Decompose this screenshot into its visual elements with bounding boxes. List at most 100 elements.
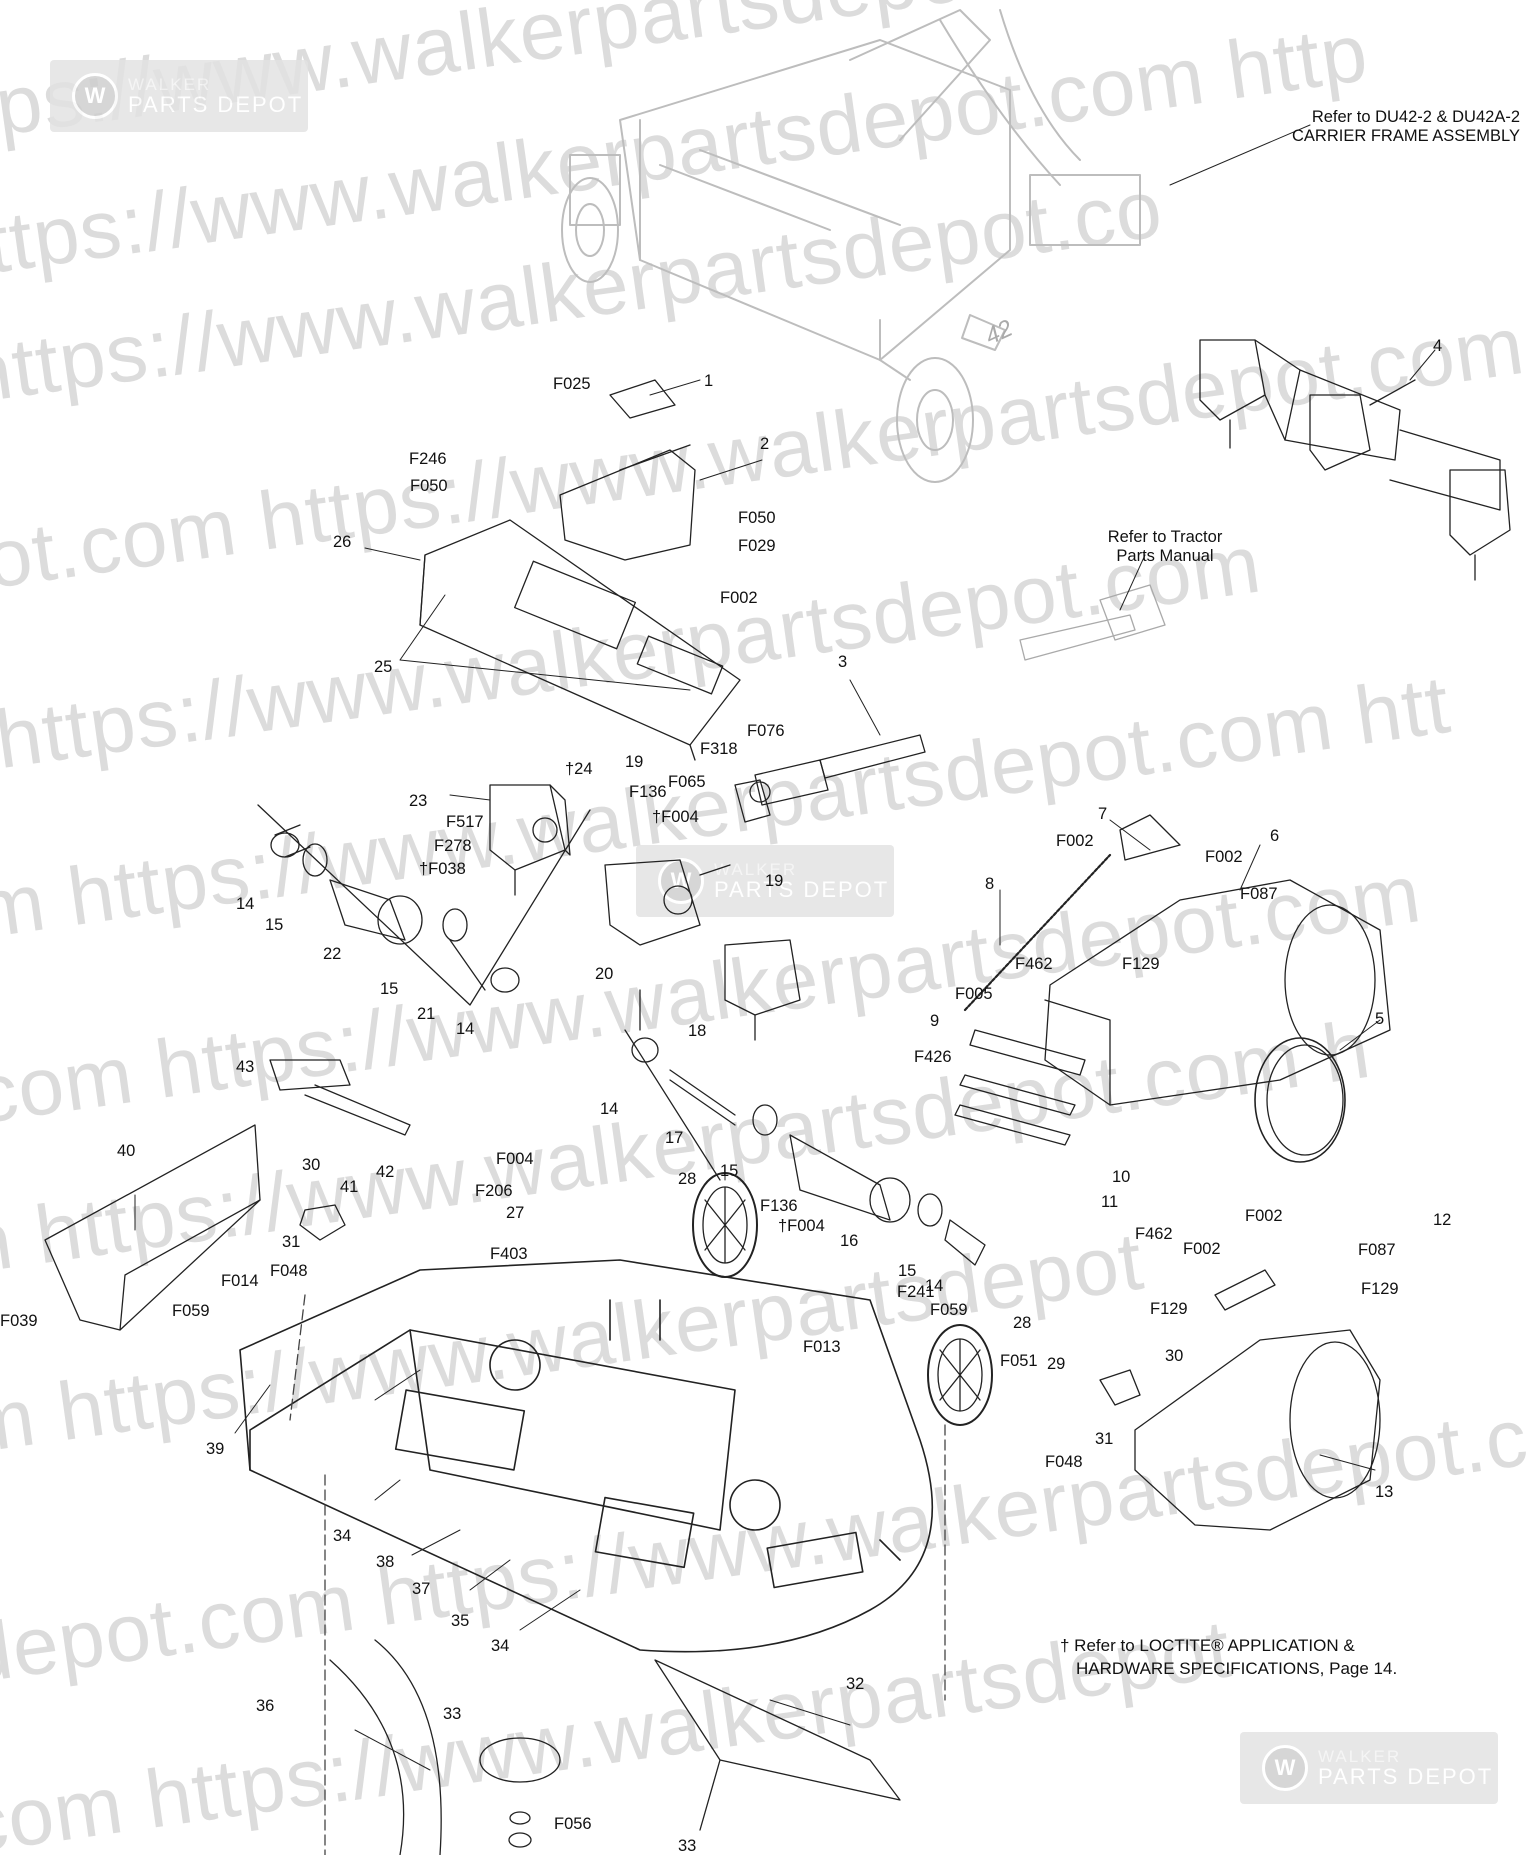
callout-label: 19 <box>625 753 644 771</box>
callout-label: F246 <box>409 450 447 468</box>
callout-label: 32 <box>846 1675 865 1693</box>
callout-label: 34 <box>333 1527 352 1545</box>
callout-label: 15 <box>720 1162 739 1180</box>
callout-label: F051 <box>1000 1352 1038 1370</box>
callout-label: 5 <box>1375 1010 1385 1028</box>
callout-label: 10 <box>1112 1168 1131 1186</box>
callout-label: 23 <box>409 792 428 810</box>
callout-label: 21 <box>417 1005 436 1023</box>
tractor-manual-note: Refer to Tractor Parts Manual <box>1107 528 1223 565</box>
callout-label: 28 <box>1013 1314 1032 1332</box>
callout-label: 22 <box>323 945 342 963</box>
hinge-9 <box>954 1029 1086 1146</box>
callout-label: 14 <box>236 895 255 913</box>
callout-label: 29 <box>1047 1355 1066 1373</box>
center-shaft-parts <box>624 989 986 1266</box>
callout-label: F318 <box>700 740 738 758</box>
callout-label: F136 <box>629 783 667 801</box>
callout-label: 9 <box>930 1012 940 1030</box>
callout-label: 4 <box>1433 337 1443 355</box>
shield-40 <box>44 1124 261 1331</box>
callout-label: 30 <box>1165 1347 1184 1365</box>
callout-label: F241 <box>897 1283 935 1301</box>
walker-w-icon: W <box>72 73 118 119</box>
callout-label: F087 <box>1358 1241 1396 1259</box>
callout-label: 27 <box>506 1204 525 1222</box>
carrier-frame-note: Refer to DU42-2 & DU42A-2 CARRIER FRAME … <box>1292 108 1520 145</box>
bracket-7 <box>1119 814 1181 861</box>
callout-label: F029 <box>738 537 776 555</box>
callout-label: 20 <box>595 965 614 983</box>
callout-label: †F004 <box>652 808 699 826</box>
callout-label: F206 <box>475 1182 513 1200</box>
ring-5 <box>1254 1037 1346 1163</box>
gearbox-23 <box>489 784 571 896</box>
callout-label: 18 <box>688 1022 707 1040</box>
discharge-chute-13 <box>1134 1329 1381 1531</box>
callout-label: 35 <box>451 1612 470 1630</box>
callout-label: 33 <box>443 1705 462 1723</box>
callout-label: 16 <box>840 1232 859 1250</box>
callout-label: 1 <box>704 372 714 390</box>
walker-w-icon: W <box>658 858 704 904</box>
callout-label: 42 <box>376 1163 395 1181</box>
baffle-32 <box>654 1659 901 1831</box>
callout-label: F002 <box>1056 832 1094 850</box>
callout-label: 7 <box>1098 805 1108 823</box>
callout-label: 31 <box>282 1233 301 1251</box>
callout-label: †F038 <box>419 860 466 878</box>
callout-label: F025 <box>553 375 591 393</box>
callout-label: 28 <box>678 1170 697 1188</box>
callout-label: 39 <box>206 1440 225 1458</box>
loctite-footnote: † Refer to LOCTITE® APPLICATION & HARDWA… <box>1060 1636 1398 1678</box>
callout-label: 14 <box>600 1100 619 1118</box>
callout-label: 40 <box>117 1142 136 1160</box>
callout-label: F014 <box>221 1272 259 1290</box>
callout-label: F426 <box>914 1048 952 1066</box>
callout-label: F059 <box>172 1302 210 1320</box>
callout-label: F517 <box>446 813 484 831</box>
carrier-frame <box>561 9 1141 483</box>
callout-label: F004 <box>496 1150 534 1168</box>
callout-label: 33 <box>678 1837 697 1855</box>
callout-label: 2 <box>760 435 770 453</box>
callout-label: F065 <box>668 773 706 791</box>
callout-label: 25 <box>374 658 393 676</box>
shield-2 <box>559 379 696 561</box>
callout-label: 17 <box>665 1129 684 1147</box>
callout-label: 30 <box>302 1156 321 1174</box>
callout-label: 12 <box>1433 1211 1452 1229</box>
callout-label: F462 <box>1015 955 1053 973</box>
walker-w-icon: W <box>1262 1745 1308 1791</box>
callout-label: 43 <box>236 1058 255 1076</box>
callout-label: F087 <box>1240 885 1278 903</box>
discharge-chute-6 <box>1044 879 1391 1106</box>
callout-label: †24 <box>565 760 593 778</box>
gearbox-18 <box>724 939 801 1041</box>
callout-label: F403 <box>490 1245 528 1263</box>
cover-26 <box>419 519 741 761</box>
callout-label: F002 <box>1205 848 1243 866</box>
callout-label: F048 <box>270 1262 308 1280</box>
callout-label: 14 <box>456 1020 475 1038</box>
gearbox-assembly-4 <box>1199 339 1511 581</box>
callout-label: 31 <box>1095 1430 1114 1448</box>
frame-size-badge: 42 <box>981 315 1017 351</box>
wrench-43 <box>269 1059 411 1136</box>
baffle-36 <box>329 1639 442 1855</box>
callout-label: †F004 <box>778 1217 825 1235</box>
callout-label: F129 <box>1361 1280 1399 1298</box>
blade-cap-33 <box>479 1737 561 1848</box>
callout-label: 15 <box>265 916 284 934</box>
callout-label: 8 <box>985 875 995 893</box>
callout-label: F048 <box>1045 1453 1083 1471</box>
callout-label: F136 <box>760 1197 798 1215</box>
left-shaft-parts <box>257 804 591 1006</box>
callout-label: F278 <box>434 837 472 855</box>
callout-label: F013 <box>803 1338 841 1356</box>
